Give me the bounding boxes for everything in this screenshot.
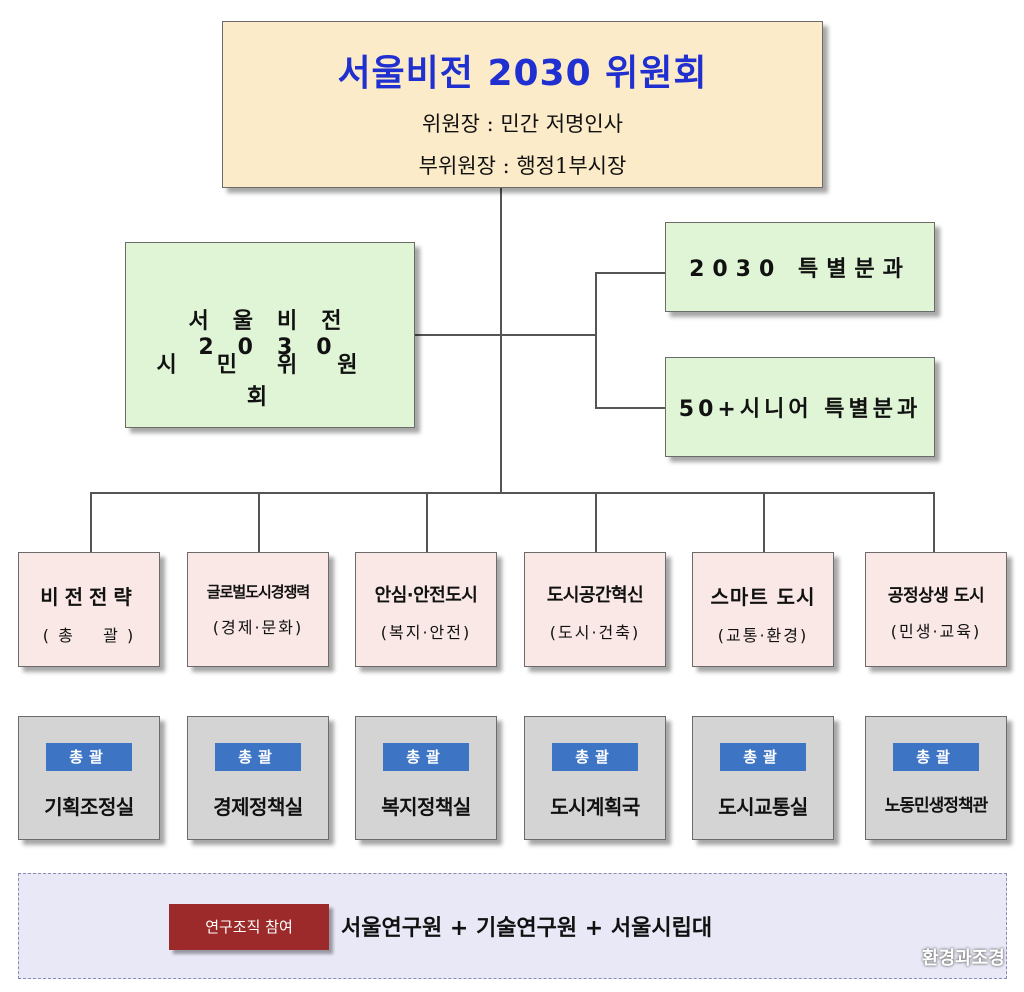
subcommittee-name: 안심·안전도시 (374, 585, 478, 606)
connector-special-50 (595, 407, 665, 409)
department-box: 총괄 기획조정실 (18, 716, 160, 840)
connector-drop-6 (933, 492, 935, 552)
department-badge: 총괄 (552, 743, 638, 771)
committee-box: 서울비전 2030 위원회 위원장 : 민간 저명인사 부위원장 : 행정1부시… (222, 21, 823, 188)
department-box: 총괄 경제정책실 (187, 716, 329, 840)
department-badge: 총괄 (215, 743, 301, 771)
connector-special-vertical (595, 272, 597, 408)
department-box: 총괄 노동민생정책관 (865, 716, 1007, 840)
special-subcommittee-senior: 50+시니어 특별분과 (665, 357, 935, 457)
subcommittee-scope: (교통·환경) (717, 626, 809, 645)
department-name: 도시교통실 (718, 795, 808, 819)
connector-drop-2 (258, 492, 260, 552)
department-box: 총괄 도시교통실 (692, 716, 834, 840)
connector-drop-4 (595, 492, 597, 552)
research-badge: 연구조직 참여 (169, 904, 329, 950)
department-badge: 총괄 (383, 743, 469, 771)
research-panel: 연구조직 참여 서울연구원 + 기술연구원 + 서울시립대 (18, 873, 1007, 979)
subcommittee-name: 비전전략 (40, 585, 138, 609)
special-subcommittee-label: 50+시니어 특별분과 (678, 397, 922, 422)
subcommittee-scope: (민생·교육) (890, 622, 982, 641)
citizen-committee-line2: 시민위원회 (156, 353, 398, 410)
subcommittee-scope: ( 총 괄 ) (42, 626, 136, 645)
department-name: 복지정책실 (381, 795, 471, 819)
department-badge: 총괄 (893, 743, 979, 771)
citizen-committee-line1: 서울비전 2030 (188, 309, 366, 360)
subcommittee-box: 도시공간혁신 (도시·건축) (524, 552, 666, 667)
subcommittee-scope: (복지·안전) (380, 623, 472, 642)
subcommittee-name: 스마트 도시 (710, 585, 816, 609)
committee-chair: 위원장 : 민간 저명인사 (422, 112, 623, 136)
subcommittee-box: 안심·안전도시 (복지·안전) (355, 552, 497, 667)
connector-special-horizontal (500, 334, 596, 336)
citizen-committee-box: 서울비전 2030 시민위원회 (125, 242, 415, 428)
department-name: 기획조정실 (44, 795, 134, 819)
subcommittee-scope: (도시·건축) (549, 623, 641, 642)
subcommittee-box: 비전전략 ( 총 괄 ) (18, 552, 160, 667)
connector-main-vertical (500, 188, 502, 493)
special-subcommittee-label: 2030 특별분과 (689, 257, 911, 282)
subcommittee-box: 공정상생 도시 (민생·교육) (865, 552, 1007, 667)
connector-citizen (415, 334, 501, 336)
connector-drop-3 (426, 492, 428, 552)
research-participants: 서울연구원 + 기술연구원 + 서울시립대 (341, 916, 713, 941)
connector-drop-1 (90, 492, 92, 552)
committee-title: 서울비전 2030 위원회 (337, 53, 708, 94)
department-badge: 총괄 (46, 743, 132, 771)
subcommittee-box: 글로벌도시경쟁력 (경제·문화) (187, 552, 329, 667)
committee-vice-chair: 부위원장 : 행정1부시장 (418, 154, 627, 178)
department-box: 총괄 도시계획국 (524, 716, 666, 840)
subcommittee-name: 공정상생 도시 (887, 586, 985, 606)
department-box: 총괄 복지정책실 (355, 716, 497, 840)
department-name: 경제정책실 (213, 795, 303, 819)
department-badge: 총괄 (720, 743, 806, 771)
subcommittee-box: 스마트 도시 (교통·환경) (692, 552, 834, 667)
connector-drop-5 (763, 492, 765, 552)
subcommittee-name: 도시공간혁신 (546, 585, 644, 606)
special-subcommittee-2030: 2030 특별분과 (665, 222, 935, 312)
subcommittee-scope: (경제·문화) (212, 618, 304, 637)
connector-special-2030 (595, 272, 665, 274)
connector-subcommittee-bar (90, 492, 935, 494)
department-name: 노동민생정책관 (884, 796, 988, 816)
subcommittee-name: 글로벌도시경쟁력 (206, 583, 310, 601)
watermark-logo: 환경과조경 (922, 948, 1005, 969)
department-name: 도시계획국 (550, 795, 640, 819)
